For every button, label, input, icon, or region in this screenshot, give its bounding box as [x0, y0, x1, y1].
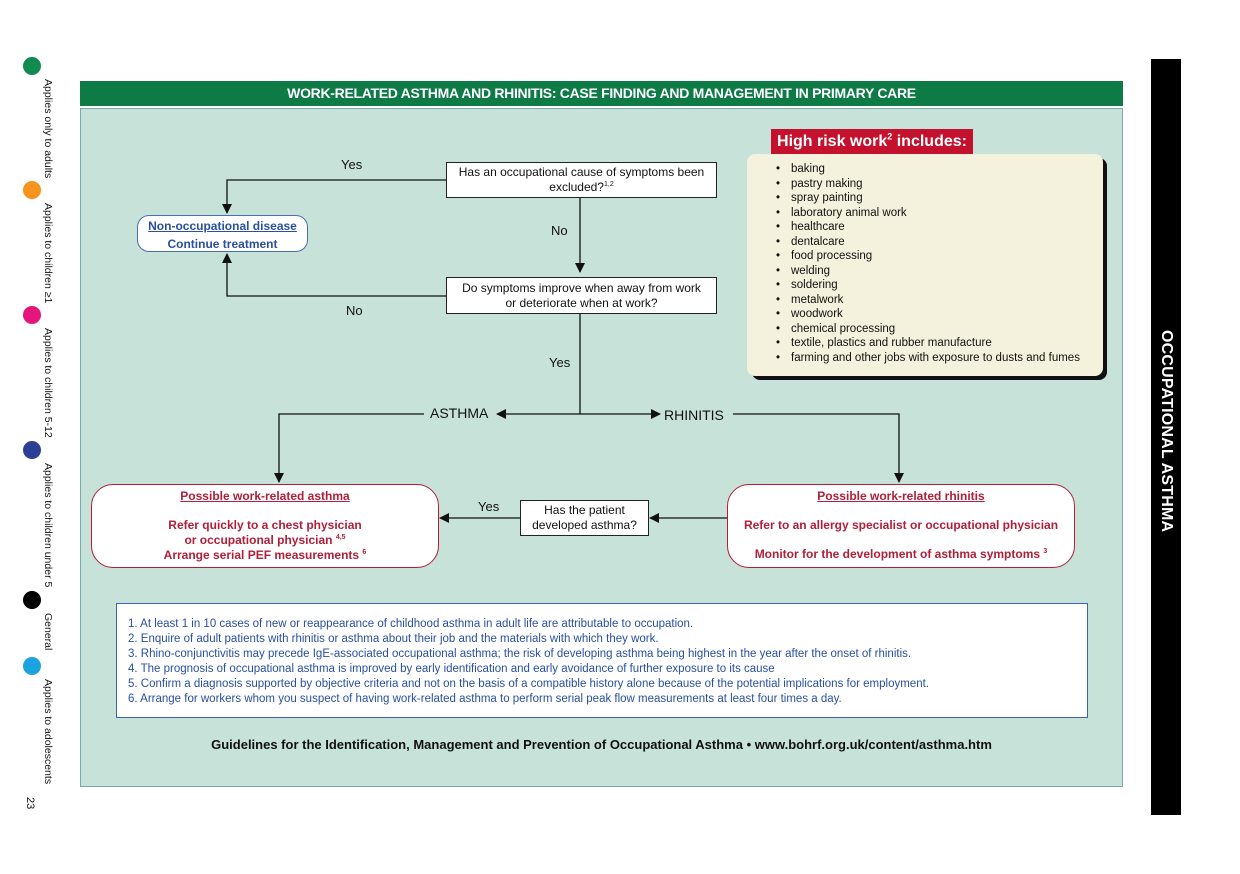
- list-item: laboratory animal work: [776, 206, 1080, 221]
- list-item: woodwork: [776, 307, 1080, 322]
- list-item: farming and other jobs with exposure to …: [776, 351, 1080, 366]
- legend-label: Applies to children 5-12: [42, 328, 54, 438]
- list-item: textile, plastics and rubber manufacture: [776, 336, 1080, 351]
- non-occupational-box: Non-occupational disease Continue treatm…: [137, 215, 308, 252]
- note-item: 3. Rhino-conjunctivitis may precede IgE-…: [128, 648, 912, 660]
- side-bar: [1151, 59, 1181, 815]
- yes-label: Yes: [549, 355, 571, 370]
- legend-dot: [23, 591, 41, 609]
- question-text: or deteriorate when at work?: [505, 295, 658, 310]
- question-text: Has the patient: [544, 503, 625, 517]
- note-item: 6. Arrange for workers whom you suspect …: [128, 693, 842, 705]
- note-item: 2. Enquire of adult patients with rhinit…: [128, 633, 659, 645]
- note-item: 4. The prognosis of occupational asthma …: [128, 663, 775, 675]
- list-item: baking: [776, 162, 1080, 177]
- list-item: welding: [776, 264, 1080, 279]
- rhinitis-branch-label: RHINITIS: [664, 407, 724, 423]
- legend-label: Applies to children ≥1: [42, 203, 54, 304]
- page-title: WORK-RELATED ASTHMA AND RHINITIS: CASE F…: [80, 81, 1123, 106]
- note-item: 1. At least 1 in 10 cases of new or reap…: [128, 618, 694, 630]
- no-label: No: [346, 303, 363, 318]
- no-label: No: [551, 223, 568, 238]
- rhinitis-monitor-line: Monitor for the development of asthma sy…: [754, 547, 1048, 561]
- asthma-refer-line-2: or occupational physician 4,5: [184, 533, 346, 547]
- list-item: metalwork: [776, 293, 1080, 308]
- non-occupational-title: Non-occupational disease: [148, 219, 297, 233]
- possible-asthma-box: Possible work-related asthma Refer quick…: [91, 484, 439, 568]
- asthma-pef-line: Arrange serial PEF measurements 6: [163, 548, 367, 562]
- possible-rhinitis-box: Possible work-related rhinitis Refer to …: [727, 484, 1075, 568]
- question-text: developed asthma?: [532, 518, 637, 532]
- possible-rhinitis-title: Possible work-related rhinitis: [817, 489, 985, 503]
- non-occupational-action: Continue treatment: [167, 237, 278, 251]
- legend-dot: [23, 181, 41, 199]
- legend-dot: [23, 306, 41, 324]
- question-box-occupational-cause: Has an occupational cause of symptoms be…: [446, 162, 717, 198]
- yes-label: Yes: [341, 157, 363, 172]
- legend-dot: [23, 657, 41, 675]
- list-item: soldering: [776, 278, 1080, 293]
- list-item: dentalcare: [776, 235, 1080, 250]
- list-item: spray painting: [776, 191, 1080, 206]
- notes-list: 1. At least 1 in 10 cases of new or reap…: [128, 617, 929, 707]
- side-title: OCCUPATIONAL ASTHMA: [1158, 330, 1175, 533]
- question-text: Has an occupational cause of symptoms be…: [458, 165, 705, 194]
- list-item: chemical processing: [776, 322, 1080, 337]
- question-box-developed-asthma: Has the patient developed asthma?: [520, 500, 649, 536]
- page-number: 23: [24, 797, 36, 810]
- yes-label: Yes: [478, 499, 500, 514]
- legend-label: Applies to children under 5: [42, 463, 54, 588]
- high-risk-title: High risk work2 includes:: [771, 129, 973, 154]
- rhinitis-refer-line: Refer to an allergy specialist or occupa…: [743, 518, 1059, 532]
- possible-asthma-title: Possible work-related asthma: [180, 489, 350, 503]
- legend-dot: [23, 441, 41, 459]
- legend-label: Applies only to adults: [42, 79, 54, 179]
- asthma-refer-line: Refer quickly to a chest physician: [168, 518, 362, 532]
- list-item: healthcare: [776, 220, 1080, 235]
- question-box-symptoms-improve: Do symptoms improve when away from work …: [446, 277, 717, 314]
- note-item: 5. Confirm a diagnosis supported by obje…: [128, 678, 929, 690]
- legend-label: Applies to adolescents: [42, 679, 54, 785]
- legend-dot: [23, 57, 41, 75]
- notes-box: 1. At least 1 in 10 cases of new or reap…: [116, 603, 1088, 718]
- legend-label: General: [42, 613, 54, 651]
- asthma-branch-label: ASTHMA: [430, 405, 489, 421]
- high-risk-list: baking pastry making spray painting labo…: [776, 162, 1080, 365]
- footer-citation: Guidelines for the Identification, Manag…: [211, 737, 992, 752]
- list-item: pastry making: [776, 177, 1080, 192]
- question-text: Do symptoms improve when away from work: [462, 280, 701, 295]
- list-item: food processing: [776, 249, 1080, 264]
